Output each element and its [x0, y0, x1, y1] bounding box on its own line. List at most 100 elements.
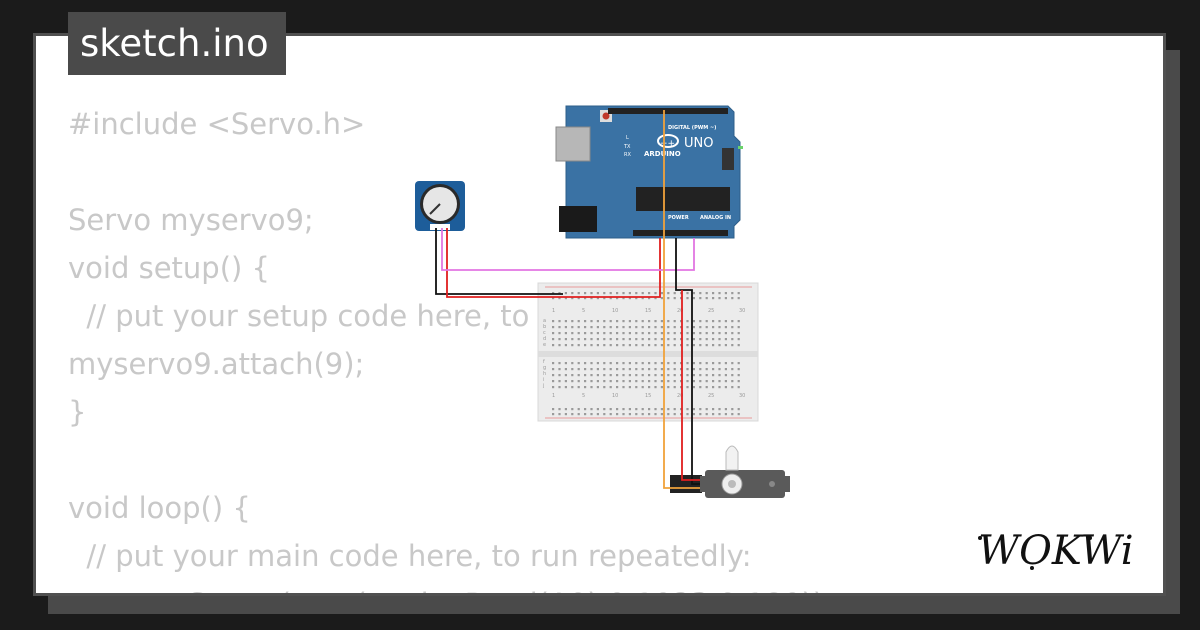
breadboard-hole	[660, 380, 663, 383]
breadboard-hole	[641, 408, 644, 411]
code-line-7: }	[68, 395, 87, 429]
breadboard-hole	[660, 362, 663, 365]
breadboard-hole	[724, 338, 727, 341]
breadboard-hole	[712, 386, 715, 389]
breadboard-hole	[564, 292, 567, 295]
breadboard-hole	[628, 374, 631, 377]
breadboard-hole	[718, 326, 721, 329]
code-line-9: void loop() {	[68, 491, 251, 525]
breadboard-hole	[635, 292, 638, 295]
breadboard-hole	[609, 332, 612, 335]
breadboard-hole	[552, 362, 555, 365]
breadboard-hole	[718, 380, 721, 383]
breadboard-hole	[622, 380, 625, 383]
breadboard-hole	[699, 332, 702, 335]
breadboard-hole	[609, 320, 612, 323]
breadboard-hole	[654, 292, 657, 295]
breadboard-hole	[686, 380, 689, 383]
breadboard-hole	[603, 338, 606, 341]
breadboard-hole	[641, 413, 644, 416]
breadboard-hole	[692, 413, 695, 416]
breadboard-hole	[628, 338, 631, 341]
breadboard-hole	[712, 362, 715, 365]
breadboard-hole	[616, 374, 619, 377]
breadboard-hole	[584, 374, 587, 377]
breadboard-hole	[622, 292, 625, 295]
breadboard-hole	[705, 408, 708, 411]
breadboard-hole	[718, 344, 721, 347]
breadboard-hole	[596, 320, 599, 323]
tx-label: TX	[623, 144, 631, 150]
breadboard-hole	[673, 380, 676, 383]
breadboard: 5 10 15 20 25 30 1 5 10 15 20 25 30 1 a …	[537, 282, 759, 422]
breadboard-hole	[616, 368, 619, 371]
breadboard-hole	[699, 326, 702, 329]
breadboard-hole	[603, 362, 606, 365]
atmega-chip	[636, 187, 730, 211]
breadboard-hole	[699, 368, 702, 371]
breadboard-hole	[692, 332, 695, 335]
breadboard-hole	[616, 344, 619, 347]
breadboard-hole	[596, 297, 599, 300]
file-tab[interactable]: sketch.ino	[68, 12, 286, 75]
breadboard-hole	[628, 292, 631, 295]
breadboard-hole	[564, 368, 567, 371]
breadboard-hole	[686, 374, 689, 377]
breadboard-hole	[660, 374, 663, 377]
breadboard-hole	[571, 368, 574, 371]
breadboard-hole	[609, 326, 612, 329]
breadboard-hole	[590, 374, 593, 377]
potentiometer[interactable]	[415, 181, 465, 231]
breadboard-hole	[622, 320, 625, 323]
breadboard-hole	[686, 292, 689, 295]
breadboard-hole	[584, 320, 587, 323]
breadboard-hole	[737, 297, 740, 300]
breadboard-hole	[603, 368, 606, 371]
arduino-uno[interactable]: −+ ARDUINO UNO DIGITAL (PWM ~) POWER ANA…	[555, 105, 754, 239]
breadboard-hole	[648, 297, 651, 300]
breadboard-row-e: e	[543, 342, 546, 348]
breadboard-hole	[584, 368, 587, 371]
breadboard-hole	[673, 368, 676, 371]
breadboard-hole	[552, 320, 555, 323]
breadboard-hole	[648, 320, 651, 323]
breadboard-hole	[590, 362, 593, 365]
breadboard-hole	[590, 386, 593, 389]
breadboard-hole	[648, 292, 651, 295]
breadboard-hole	[724, 297, 727, 300]
breadboard-hole	[667, 332, 670, 335]
breadboard-hole	[737, 386, 740, 389]
breadboard-hole	[712, 380, 715, 383]
breadboard-hole	[705, 380, 708, 383]
breadboard-hole	[577, 380, 580, 383]
breadboard-hole	[558, 326, 561, 329]
breadboard-hole	[731, 338, 734, 341]
breadboard-hole	[705, 292, 708, 295]
breadboard-hole	[699, 320, 702, 323]
servo-motor[interactable]	[670, 445, 790, 498]
breadboard-hole	[654, 408, 657, 411]
breadboard-hole	[648, 326, 651, 329]
breadboard-hole	[737, 326, 740, 329]
breadboard-col-30-bottom: 30	[739, 393, 745, 399]
breadboard-col-5-bottom: 5	[582, 393, 585, 399]
breadboard-hole	[686, 362, 689, 365]
breadboard-hole	[660, 292, 663, 295]
breadboard-hole	[731, 297, 734, 300]
breadboard-hole	[731, 413, 734, 416]
breadboard-hole	[660, 386, 663, 389]
breadboard-hole	[564, 362, 567, 365]
breadboard-hole	[577, 326, 580, 329]
breadboard-hole	[648, 362, 651, 365]
breadboard-hole	[648, 374, 651, 377]
breadboard-hole	[718, 332, 721, 335]
breadboard-hole	[648, 344, 651, 347]
breadboard-hole	[692, 338, 695, 341]
breadboard-hole	[622, 413, 625, 416]
breadboard-hole	[590, 344, 593, 347]
breadboard-hole	[699, 362, 702, 365]
breadboard-hole	[731, 332, 734, 335]
breadboard-hole	[635, 362, 638, 365]
breadboard-hole	[673, 338, 676, 341]
breadboard-hole	[718, 386, 721, 389]
